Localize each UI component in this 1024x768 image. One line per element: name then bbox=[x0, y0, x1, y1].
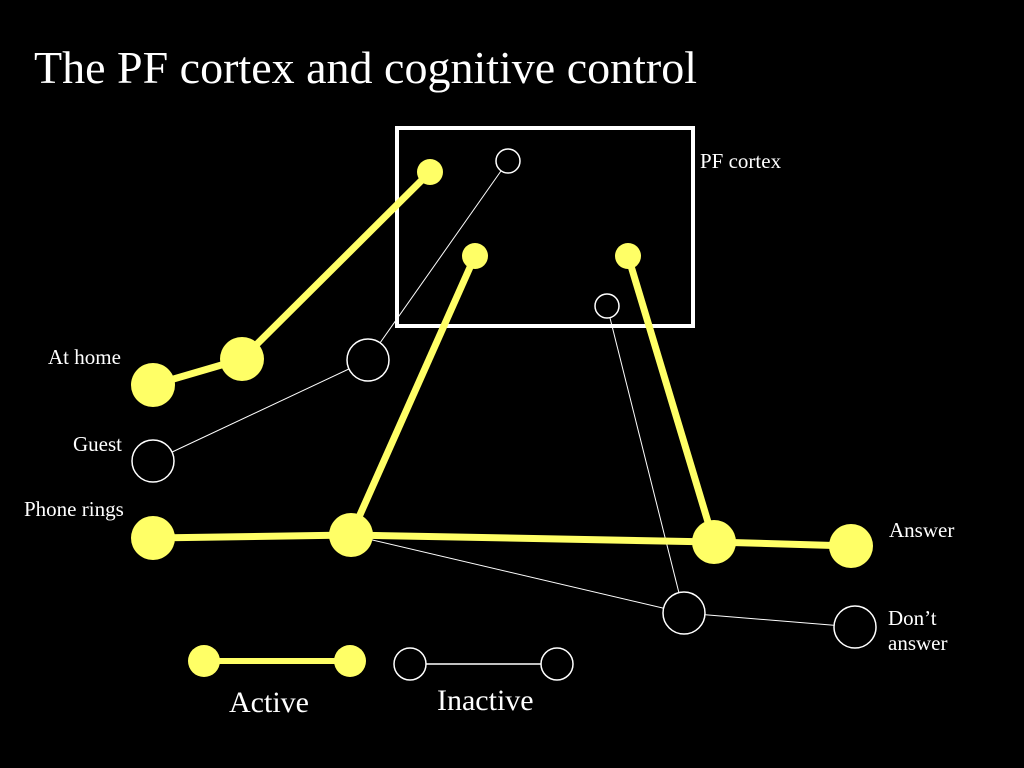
dont-answer-node bbox=[833, 605, 877, 649]
active-node bbox=[220, 337, 264, 381]
active-connection bbox=[624, 254, 718, 544]
guest-node bbox=[131, 439, 175, 483]
legend-inactive-node bbox=[393, 647, 427, 681]
at-home-node bbox=[131, 363, 175, 407]
inactive-connection bbox=[606, 305, 685, 614]
inactive-node bbox=[594, 293, 620, 319]
inactive-node bbox=[346, 338, 390, 382]
inactive-connection bbox=[683, 612, 856, 628]
inactive-node bbox=[495, 148, 521, 174]
inactive-connection bbox=[350, 534, 685, 614]
inactive-connection bbox=[152, 359, 369, 462]
legend-active-node bbox=[334, 645, 366, 677]
answer-node bbox=[829, 524, 873, 568]
active-connection bbox=[347, 254, 479, 537]
active-node bbox=[615, 243, 641, 269]
legend-inactive-label: Inactive bbox=[437, 684, 534, 717]
inactive-node bbox=[662, 591, 706, 635]
slide-title: The PF cortex and cognitive control bbox=[34, 42, 698, 93]
active-node bbox=[417, 159, 443, 185]
active-node bbox=[462, 243, 488, 269]
active-node bbox=[692, 520, 736, 564]
pf-cortex-label: PF cortex bbox=[700, 149, 782, 173]
active-connection bbox=[350, 531, 715, 546]
legend-inactive-node bbox=[540, 647, 574, 681]
active-connection bbox=[152, 531, 352, 542]
answer-label: Answer bbox=[889, 518, 955, 542]
active-connection bbox=[713, 538, 852, 550]
pf-cortex-box bbox=[395, 126, 695, 328]
at-home-label: At home bbox=[48, 345, 121, 369]
legend-active-label: Active bbox=[229, 686, 309, 719]
inactive-connection bbox=[367, 160, 509, 361]
phone-rings-node bbox=[131, 516, 175, 560]
active-connection bbox=[239, 169, 433, 362]
guest-label: Guest bbox=[73, 432, 122, 456]
legend-active-node bbox=[188, 645, 220, 677]
phone-rings-label: Phone rings bbox=[24, 497, 124, 521]
active-node bbox=[329, 513, 373, 557]
dont-answer-label: Don’t answer bbox=[888, 606, 948, 655]
